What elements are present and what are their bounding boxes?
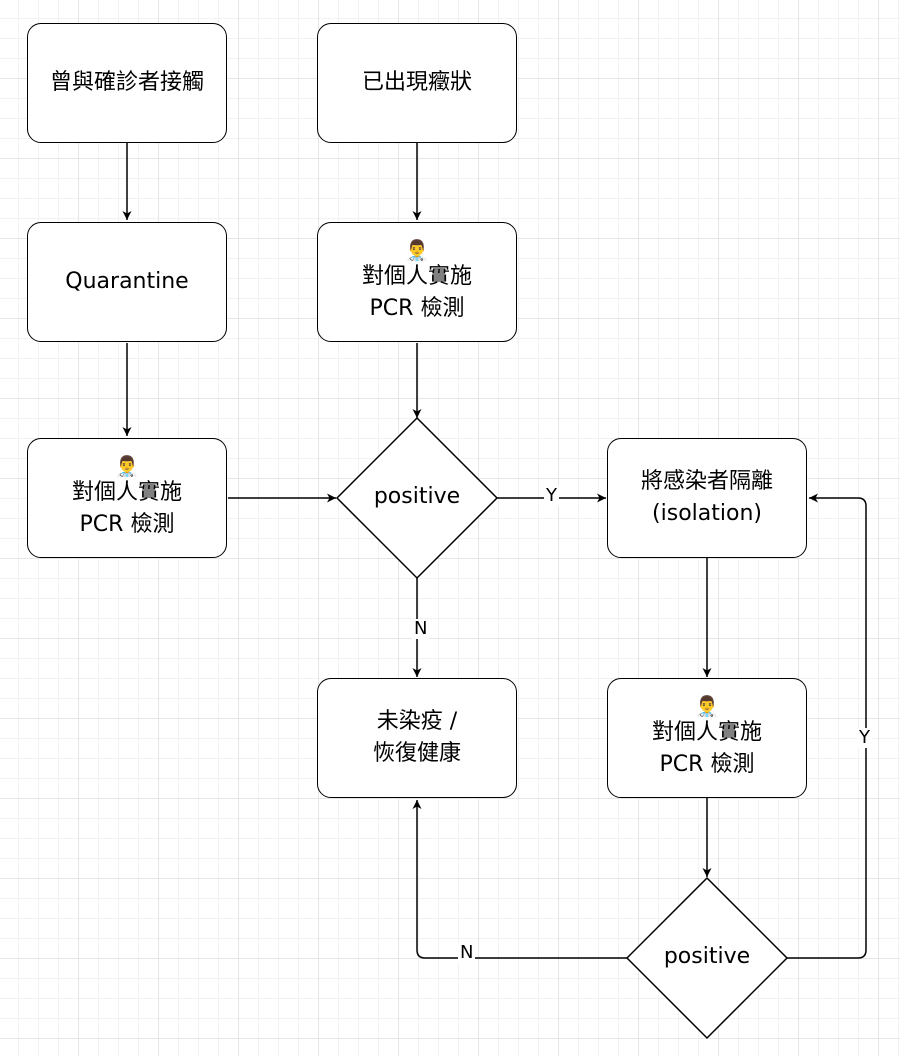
edge-label-d2-yes: Y — [857, 727, 872, 748]
node-label-line1: 對個人實施 — [651, 720, 762, 745]
node-isolation[interactable]: 將感染者隔離 (isolation) — [607, 438, 807, 558]
doctor-icon: 👨‍⚕️ — [694, 694, 720, 718]
node-symptoms-appeared[interactable]: 已出現癥狀 — [317, 23, 517, 143]
node-label-line2: (isolation) — [652, 501, 762, 526]
node-pcr-test-top[interactable]: 👨‍⚕️ 對個人實施 PCR 檢測 — [317, 222, 517, 342]
node-label: 曾與確診者接觸 — [49, 70, 204, 95]
node-pcr-test-right[interactable]: 👨‍⚕️ 對個人實施 PCR 檢測 — [607, 678, 807, 798]
edge-decision2-no — [412, 800, 627, 959]
doctor-icon: 👨‍⚕️ — [404, 238, 430, 262]
node-label-line1: 對個人實施 — [361, 264, 472, 289]
node-label-line2: PCR 檢測 — [659, 752, 755, 777]
node-label-line2: 恢復健康 — [372, 741, 461, 766]
decision-diamond-2 — [625, 876, 789, 1040]
decision-label-2: positive — [663, 944, 751, 969]
node-label-line2: PCR 檢測 — [79, 512, 175, 537]
edge-label-d1-yes: Y — [544, 485, 559, 506]
node-pcr-test-left[interactable]: 👨‍⚕️ 對個人實施 PCR 檢測 — [27, 438, 227, 558]
node-label-line2: PCR 檢測 — [369, 296, 465, 321]
node-label: Quarantine — [65, 269, 189, 294]
node-quarantine[interactable]: Quarantine — [27, 222, 227, 342]
decision-label-1: positive — [373, 484, 461, 509]
node-label-line1: 對個人實施 — [71, 480, 182, 505]
node-label-line1: 未染疫 / — [376, 709, 458, 734]
doctor-icon: 👨‍⚕️ — [114, 454, 140, 478]
edge-label-d2-no: N — [458, 942, 476, 963]
node-recovered[interactable]: 未染疫 / 恢復健康 — [317, 678, 517, 798]
node-label-line1: 將感染者隔離 — [640, 469, 773, 494]
edge-label-d1-no: N — [412, 618, 430, 639]
decision-diamond-1 — [335, 416, 499, 580]
node-label: 已出現癥狀 — [361, 70, 472, 95]
node-contact-with-confirmed[interactable]: 曾與確診者接觸 — [27, 23, 227, 143]
